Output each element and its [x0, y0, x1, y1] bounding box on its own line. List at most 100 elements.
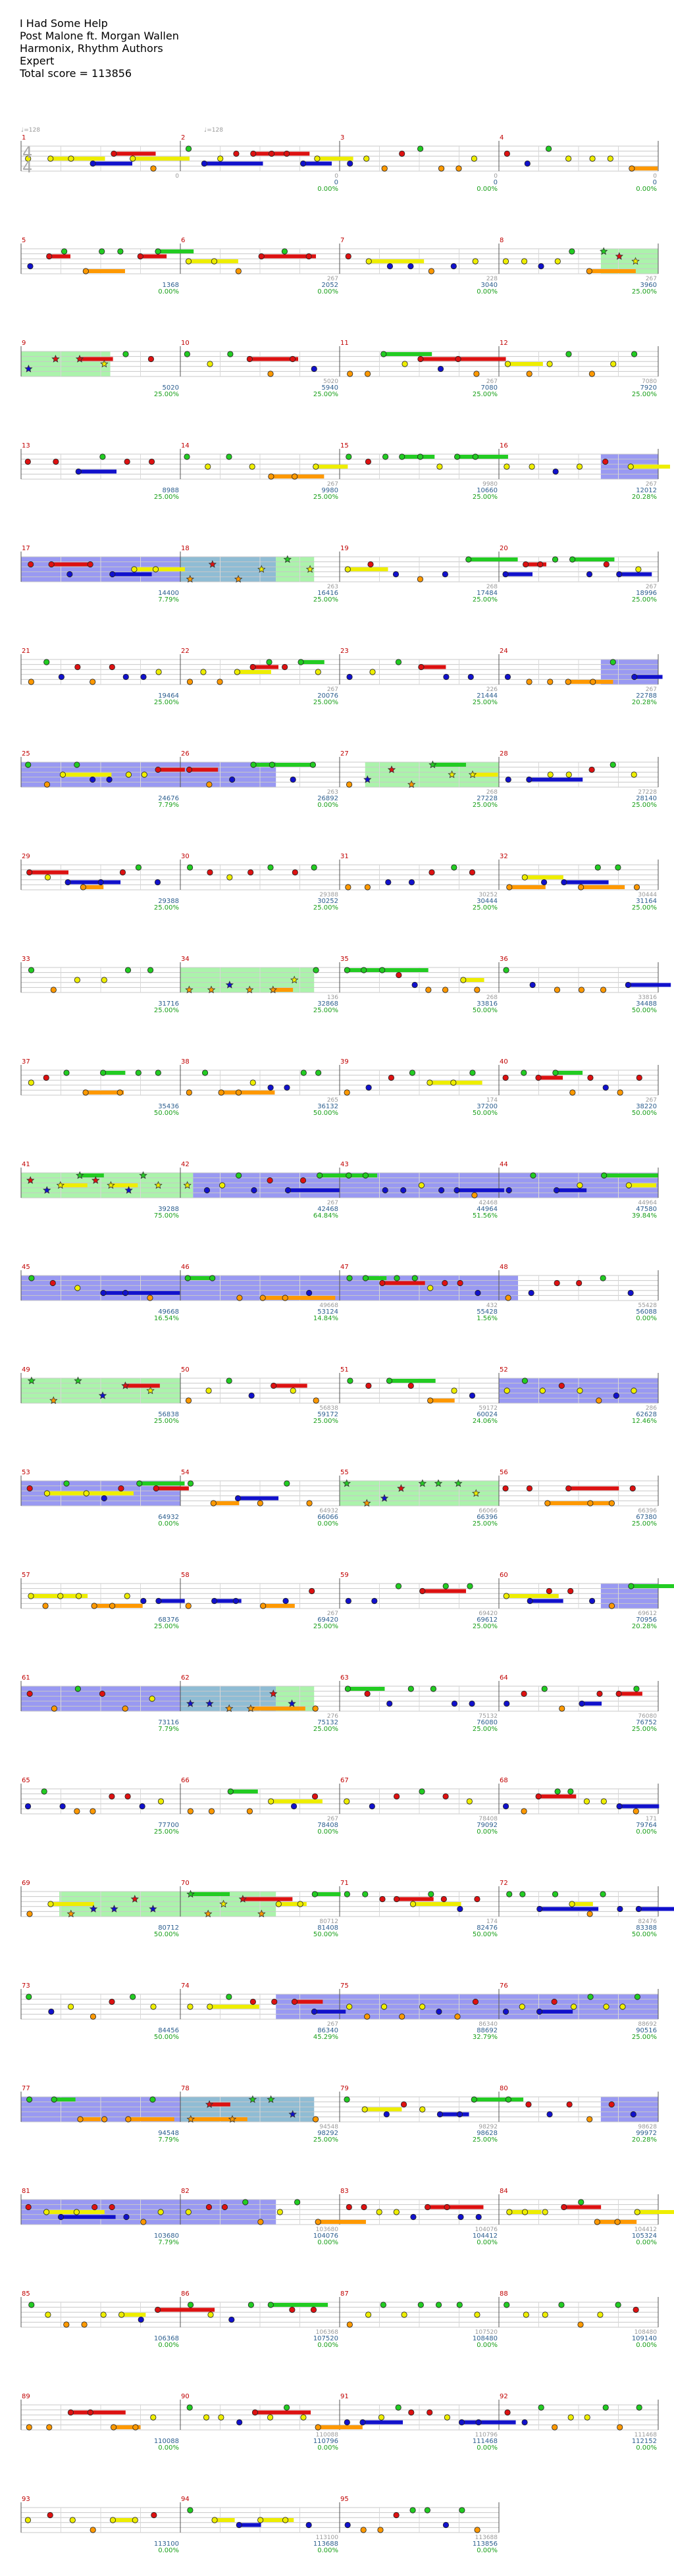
- sustain-bar: [556, 1188, 587, 1193]
- measure-number: 87: [340, 2290, 349, 2298]
- note-gem: [203, 2414, 210, 2421]
- note-gem: [268, 473, 274, 480]
- note-gem: [249, 1998, 256, 2005]
- sustain-bar: [638, 1907, 674, 1911]
- star-note-gem: [107, 1181, 115, 1189]
- sustain-bar: [348, 567, 388, 571]
- note-gem: [135, 864, 142, 871]
- song-title: I Had Some Help: [20, 17, 108, 30]
- note-gem: [74, 761, 80, 768]
- measure-number: 71: [340, 1880, 349, 1887]
- note-gem: [438, 1187, 445, 1194]
- star-note-gem: [208, 559, 217, 568]
- note-gem: [521, 874, 528, 881]
- note-gem: [24, 2517, 32, 2523]
- note-count-label: 267: [486, 378, 498, 385]
- cumulative-score: 53124: [317, 1308, 338, 1316]
- note-gem: [616, 571, 623, 578]
- note-gem: [44, 874, 51, 881]
- star-note-gem: [186, 1699, 195, 1707]
- cumulative-score: 83388: [636, 1924, 657, 1932]
- sustain-bar: [568, 1486, 619, 1491]
- star-note-gem: [228, 2115, 237, 2123]
- note-gem: [586, 2116, 593, 2123]
- note-count-label: 49668: [319, 1302, 338, 1309]
- sustain-bar: [86, 1091, 124, 1095]
- note-gem: [91, 2203, 98, 2211]
- note-count-label: 82476: [638, 1919, 657, 1925]
- note-gem: [542, 2311, 548, 2318]
- note-gem: [436, 2008, 442, 2015]
- sustain-bar: [278, 1902, 307, 1906]
- note-gem: [140, 673, 147, 681]
- measure-number: 13: [22, 442, 30, 450]
- note-gem: [132, 2424, 139, 2431]
- overdrive-percent: 25.00%: [473, 699, 498, 706]
- sustain-bar: [473, 773, 498, 777]
- note-gem: [588, 371, 595, 377]
- measure-number: 57: [22, 1572, 30, 1579]
- note-gem: [47, 2512, 53, 2519]
- sustain-bar: [571, 1902, 593, 1906]
- note-gem: [43, 1074, 49, 1081]
- note-gem: [631, 351, 638, 357]
- cumulative-score: 75132: [317, 1719, 338, 1726]
- star-note-gem: [342, 1479, 351, 1487]
- note-gem: [99, 453, 106, 460]
- note-gem: [521, 1808, 527, 1815]
- measure-number: 76: [500, 1982, 508, 1990]
- star-note-gem: [631, 257, 640, 265]
- cumulative-score: 3960: [640, 282, 657, 289]
- note-gem: [577, 1182, 583, 1189]
- sustain-bar: [112, 572, 152, 577]
- note-gem: [456, 2111, 463, 2118]
- note-gem: [629, 165, 635, 172]
- note-gem: [109, 1603, 116, 1609]
- overdrive-percent: 25.00%: [313, 596, 338, 604]
- measure-number: 49: [22, 1366, 30, 1374]
- note-gem: [471, 2096, 477, 2103]
- note-gem: [208, 1808, 215, 1815]
- measure-number: 48: [500, 1264, 508, 1271]
- note-gem: [467, 1583, 473, 1589]
- cumulative-score: 109140: [632, 2335, 657, 2342]
- note-gem: [82, 1089, 89, 1096]
- star-note-gem: [305, 565, 315, 573]
- note-gem: [344, 1686, 351, 1692]
- note-gem: [631, 673, 638, 681]
- sustain-bar: [93, 161, 133, 166]
- note-gem: [42, 1603, 49, 1609]
- sustain-bar: [86, 1491, 134, 1495]
- sustain-bar: [628, 983, 671, 987]
- note-gem: [428, 1891, 434, 1897]
- note-count-label: 267: [646, 481, 657, 488]
- note-gem: [601, 1172, 608, 1179]
- note-gem: [407, 1382, 414, 1389]
- note-gem: [87, 561, 93, 568]
- measure-number: 77: [22, 2085, 30, 2092]
- note-gem: [294, 2199, 301, 2205]
- note-gem: [546, 1587, 552, 1595]
- note-count-label: 30444: [638, 892, 657, 898]
- star-note-gem: [207, 985, 216, 994]
- measure-number: 32: [500, 853, 508, 860]
- note-gem: [310, 2306, 317, 2313]
- overdrive-percent: 25.00%: [154, 1418, 179, 1425]
- star-note-gem: [246, 985, 254, 994]
- note-gem: [401, 2311, 407, 2318]
- note-gem: [537, 561, 544, 568]
- measure-number: 28: [500, 750, 508, 758]
- cumulative-score: 3040: [481, 282, 498, 289]
- overdrive-percent: 25.00%: [154, 494, 179, 501]
- sustain-bar: [288, 1188, 340, 1193]
- note-gem: [502, 1074, 509, 1081]
- note-gem: [418, 1182, 425, 1189]
- cumulative-score: 80712: [158, 1924, 179, 1932]
- note-gem: [635, 1905, 642, 1913]
- note-gem: [43, 2209, 50, 2215]
- note-gem: [266, 659, 272, 665]
- note-count-label: 103680: [316, 2227, 339, 2233]
- measure-number: 69: [22, 1880, 30, 1887]
- sustain-bar: [29, 870, 68, 875]
